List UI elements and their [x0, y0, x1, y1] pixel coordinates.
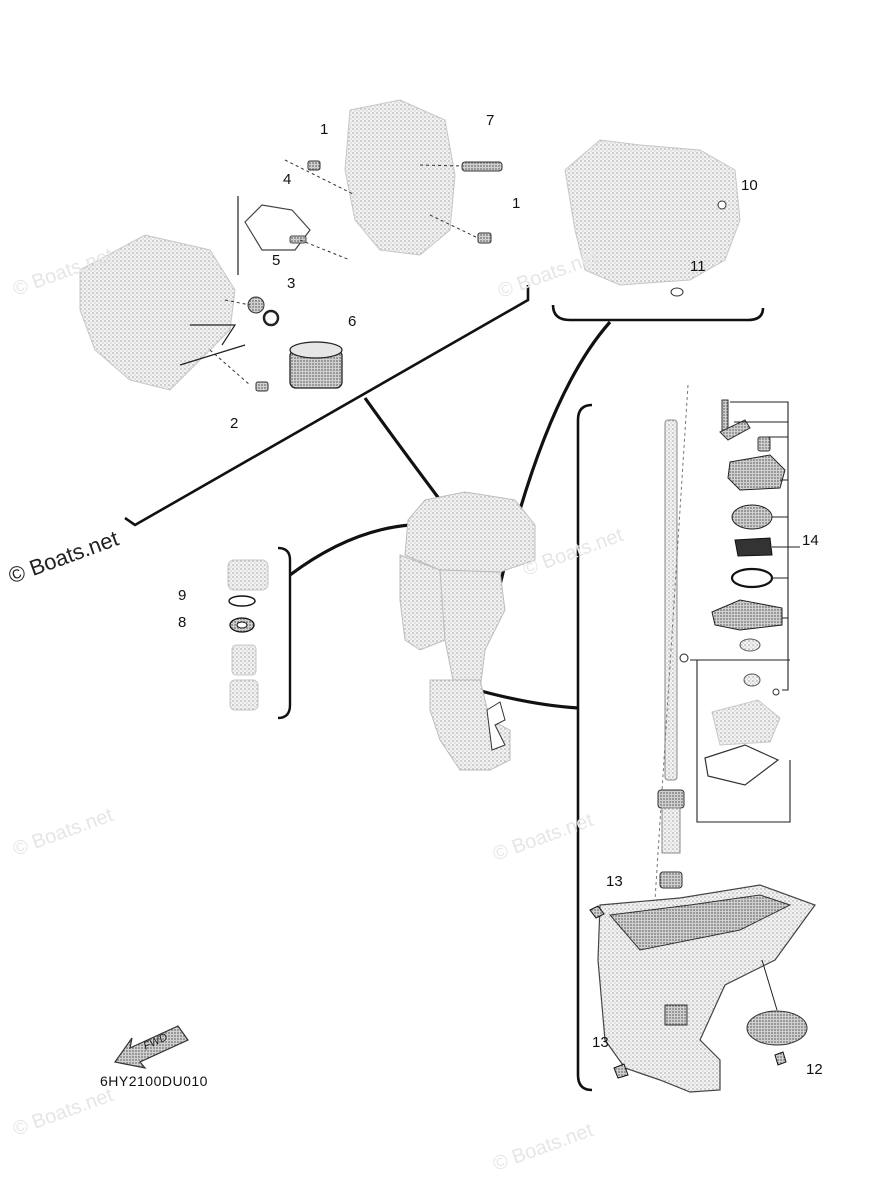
callout-1-upper: 1 — [320, 121, 329, 138]
strainer-top-housing — [227, 559, 269, 591]
section-frame-upper-right — [551, 304, 765, 322]
engine-block-left — [79, 234, 236, 391]
callout-4: 4 — [283, 171, 292, 188]
callout-2: 2 — [230, 415, 239, 432]
powerhead-right-group — [551, 139, 765, 322]
plug-part-1-upper — [307, 160, 321, 171]
drive-shaft — [664, 419, 678, 781]
plug-part-1-lower — [477, 232, 492, 244]
motor-propeller — [486, 701, 506, 751]
water-strainer-group — [227, 546, 292, 720]
oring-part-11 — [670, 287, 684, 297]
section-frame-powerhead — [124, 285, 530, 527]
motor-bracket — [399, 554, 446, 651]
callout-11: 11 — [690, 258, 706, 275]
callout-8: 8 — [178, 614, 187, 631]
thermostat-ring-part-3 — [262, 309, 280, 327]
callout-7: 7 — [486, 112, 495, 129]
callout-14: 14 — [802, 532, 819, 549]
callout-13-lower: 13 — [592, 1034, 609, 1051]
strainer-bottom — [229, 679, 259, 711]
shaft-tube — [661, 807, 681, 854]
callout-3: 3 — [287, 275, 296, 292]
lower-unit-group — [576, 384, 816, 1093]
engine-block-right — [344, 99, 456, 256]
motor-lower-unit — [429, 679, 511, 771]
callout-6: 6 — [348, 313, 357, 330]
callout-10: 10 — [741, 177, 758, 194]
fwd-arrow-icon — [113, 1025, 189, 1069]
thermostat-part-3 — [247, 296, 265, 314]
outboard-motor — [399, 491, 536, 771]
callout-1-lower: 1 — [512, 195, 521, 212]
anode-part-12 — [746, 1010, 808, 1046]
motor-cowling — [404, 491, 536, 573]
plug-part-2 — [255, 381, 269, 392]
engine-block-upper-right — [564, 139, 741, 286]
part-code: 6HY2100DU010 — [100, 1073, 208, 1089]
gasket-part-4 — [244, 204, 311, 251]
motor-midsection — [439, 569, 506, 691]
stud-part-5 — [289, 235, 307, 244]
seal-part-8 — [229, 617, 255, 633]
oil-filter-part-6 — [289, 341, 343, 389]
callout-9: 9 — [178, 587, 187, 604]
callout-13-upper: 13 — [606, 873, 623, 890]
oring-part-9 — [228, 595, 256, 607]
shaft-bushing-upper — [657, 789, 685, 809]
shaft-bushing-lower — [659, 871, 683, 889]
oring-part-10 — [717, 200, 727, 210]
strainer-body — [231, 644, 257, 676]
powerhead-left-group — [79, 99, 530, 527]
water-pump-kit-part-14 — [679, 399, 800, 823]
spark-plug-part-7 — [461, 161, 503, 172]
callout-12: 12 — [806, 1061, 823, 1078]
callout-5: 5 — [272, 252, 281, 269]
